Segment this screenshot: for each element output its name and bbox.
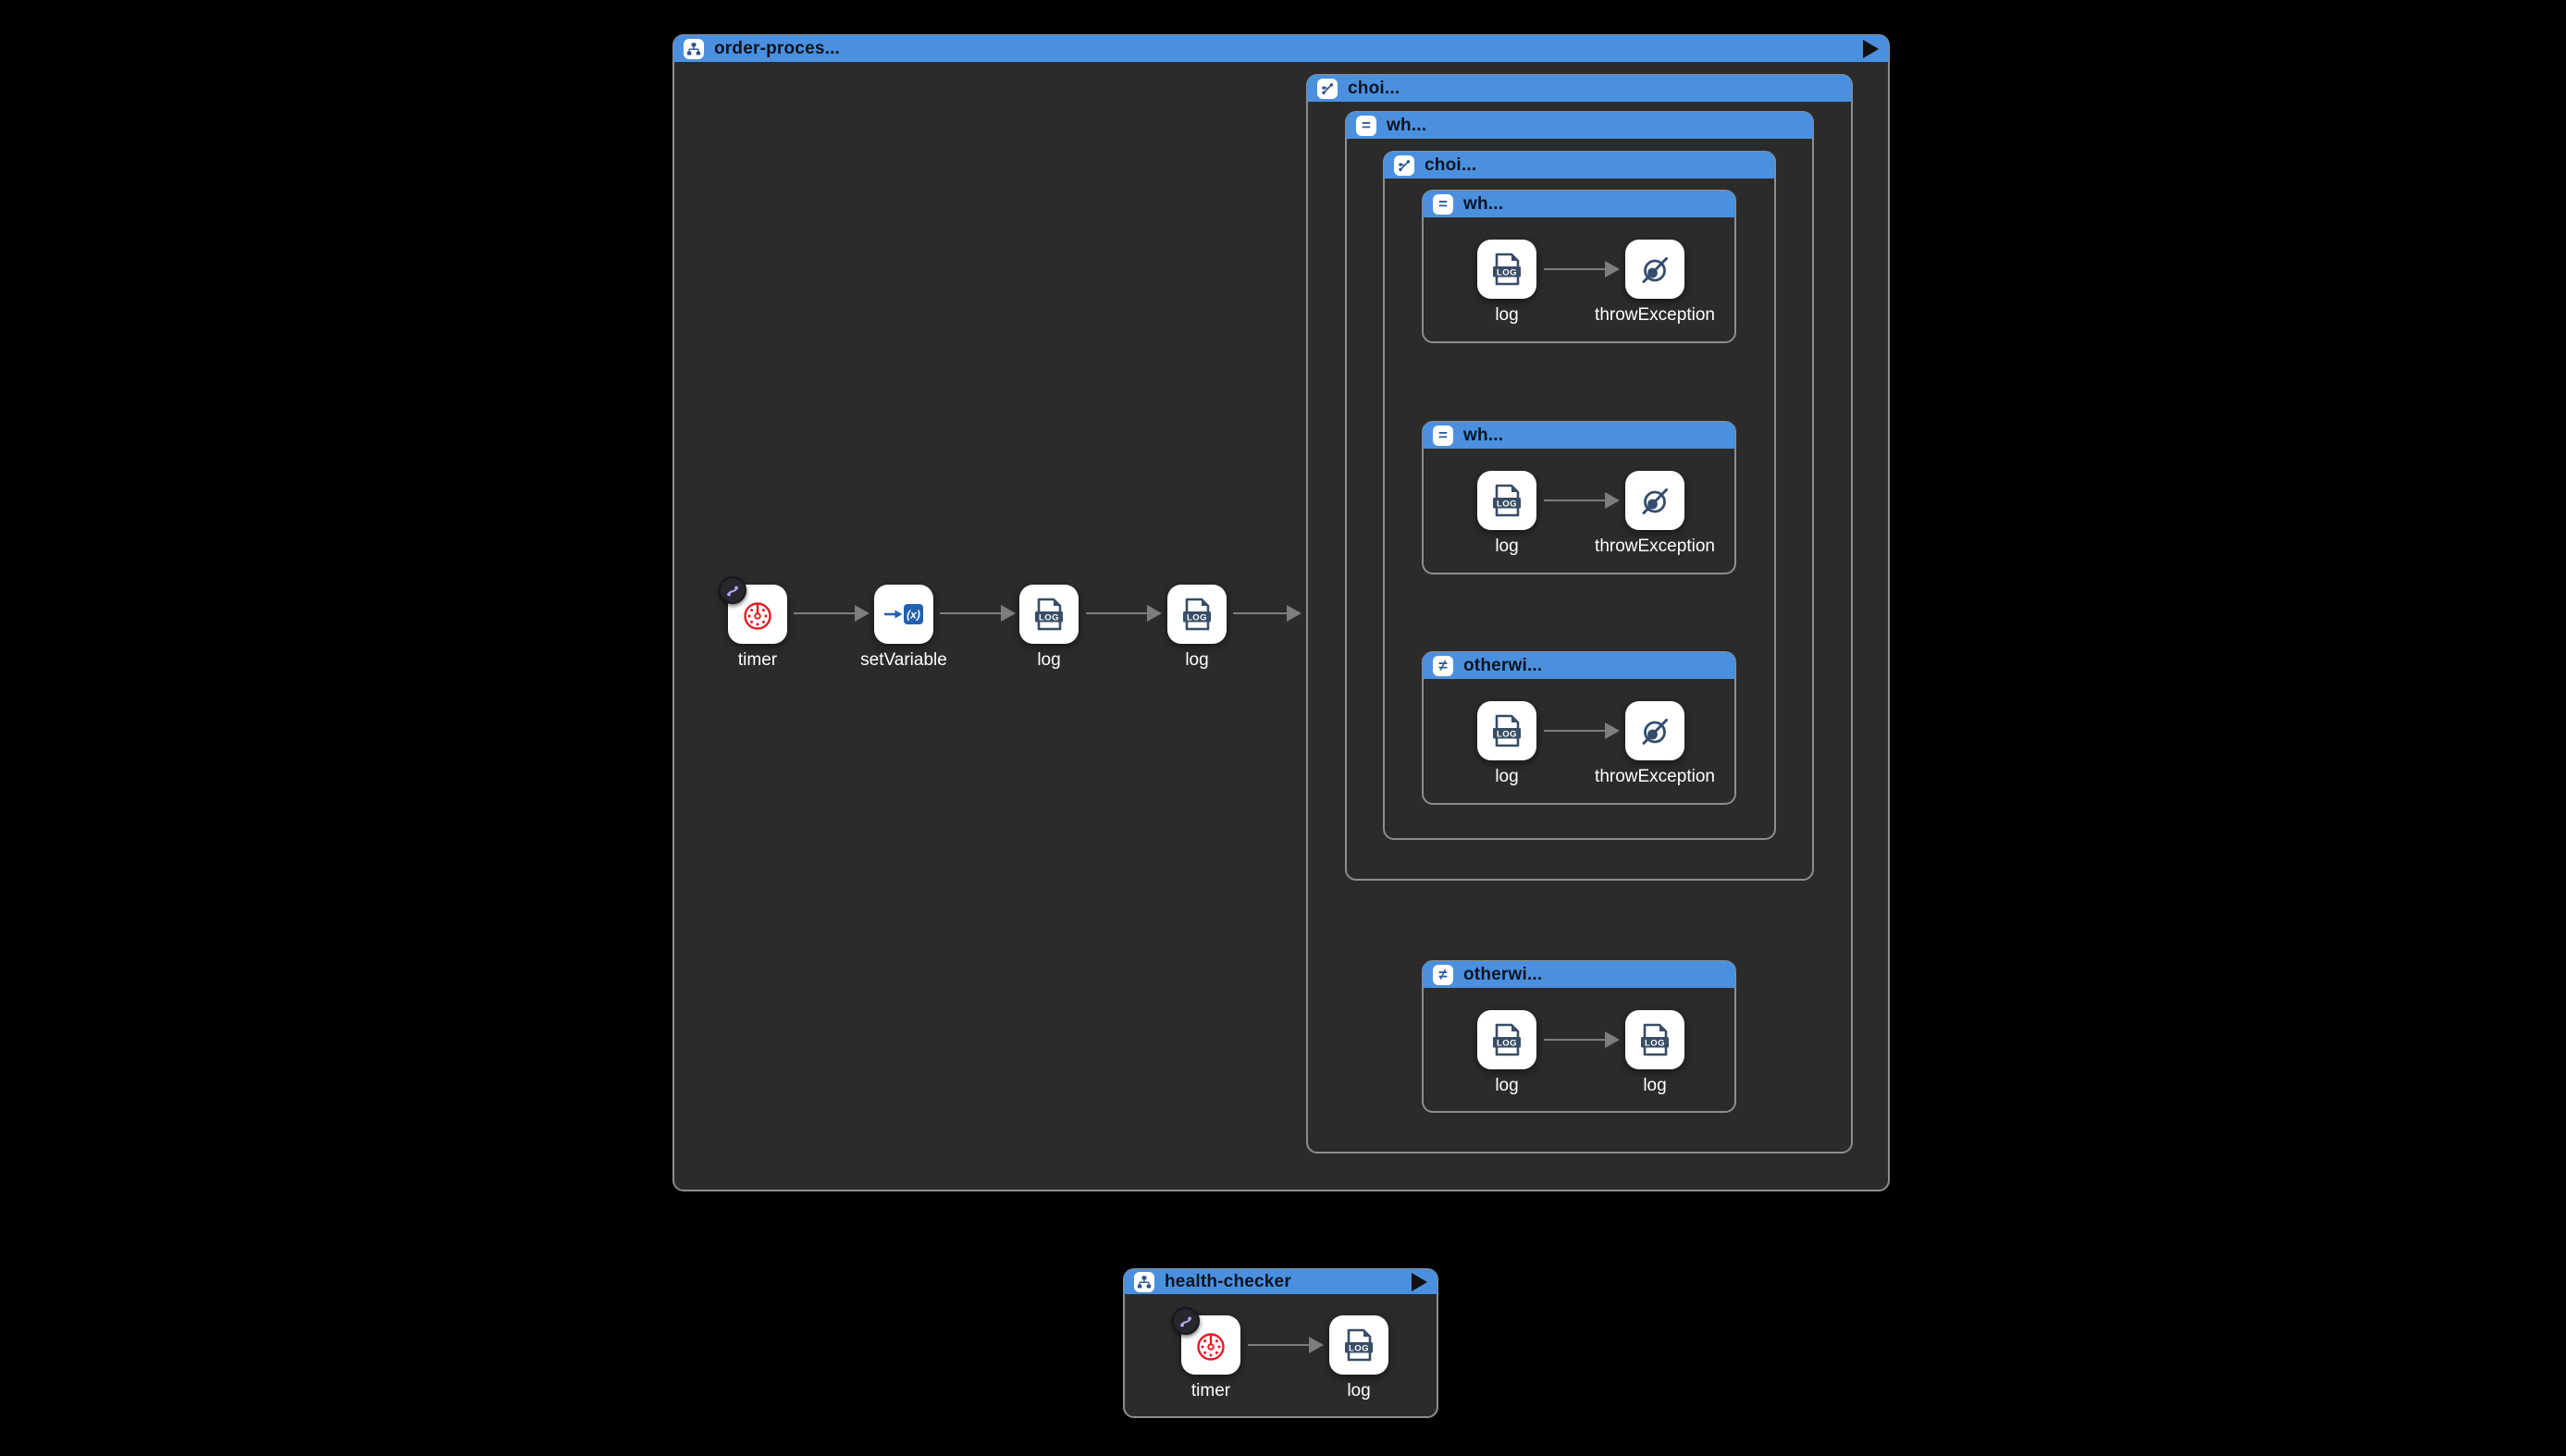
node-label: setVariable bbox=[860, 650, 947, 670]
slashed-circle-icon bbox=[1636, 482, 1673, 519]
flow-arrow bbox=[1233, 605, 1302, 622]
flow-arrow bbox=[1544, 722, 1620, 739]
node-label: log bbox=[1347, 1381, 1371, 1400]
node-throw-exception[interactable]: throwException bbox=[1595, 701, 1715, 786]
slashed-circle-icon bbox=[1636, 712, 1673, 749]
otherwise-title: otherwi... bbox=[1463, 655, 1543, 675]
otherwise-title: otherwi... bbox=[1463, 964, 1543, 984]
node-label: throwException bbox=[1595, 305, 1715, 325]
set-variable-icon bbox=[882, 596, 925, 633]
node-label: log bbox=[1495, 767, 1519, 786]
route-header-health-checker[interactable]: health-checker bbox=[1124, 1269, 1437, 1294]
when-title: wh... bbox=[1463, 425, 1504, 445]
route-title: order-proces... bbox=[714, 38, 841, 58]
equals-icon: = bbox=[1356, 115, 1376, 136]
node-label: timer bbox=[1190, 1381, 1231, 1400]
log-file-icon bbox=[1488, 482, 1525, 519]
log-node-box[interactable] bbox=[1167, 585, 1227, 644]
node-label: log bbox=[1495, 305, 1519, 325]
node-label: timer bbox=[737, 650, 778, 670]
route-icon bbox=[684, 38, 704, 59]
throw-exception-node-box[interactable] bbox=[1625, 471, 1684, 530]
node-log[interactable]: log bbox=[1329, 1315, 1388, 1400]
choice-icon bbox=[1317, 78, 1338, 99]
log-file-icon bbox=[1488, 1021, 1525, 1058]
log-file-icon bbox=[1488, 712, 1525, 749]
play-icon[interactable] bbox=[1412, 1272, 1427, 1291]
log-node-box[interactable] bbox=[1477, 240, 1536, 299]
timer-icon bbox=[1192, 1326, 1229, 1363]
log-file-icon bbox=[1636, 1021, 1673, 1058]
log-node-box[interactable] bbox=[1477, 471, 1536, 530]
node-label: log bbox=[1185, 650, 1209, 670]
flow-arrow bbox=[1248, 1337, 1324, 1353]
when-container-1: = wh... bbox=[1422, 190, 1736, 343]
not-equals-icon: ≠ bbox=[1433, 655, 1453, 676]
otherwise-container-outer: ≠ otherwi... bbox=[1422, 960, 1736, 1113]
not-equals-icon: ≠ bbox=[1433, 964, 1453, 985]
set-variable-node-box[interactable] bbox=[874, 585, 933, 644]
log-node-box[interactable] bbox=[1019, 585, 1079, 644]
node-label: log bbox=[1643, 1076, 1667, 1095]
route-header-order-process[interactable]: order-proces... bbox=[673, 35, 1889, 62]
choice-title: choi... bbox=[1348, 78, 1400, 98]
node-log[interactable]: log bbox=[1167, 585, 1227, 670]
node-log[interactable]: log bbox=[1477, 240, 1536, 325]
log-file-icon bbox=[1030, 596, 1067, 633]
when-header-2[interactable]: = wh... bbox=[1423, 422, 1735, 449]
node-throw-exception[interactable]: throwException bbox=[1595, 240, 1715, 325]
route-badge bbox=[1172, 1307, 1200, 1335]
node-label: log bbox=[1495, 537, 1519, 556]
log-file-icon bbox=[1340, 1326, 1377, 1363]
log-node-box[interactable] bbox=[1329, 1315, 1388, 1375]
flow-arrow bbox=[940, 605, 1016, 622]
when-header-1[interactable]: = wh... bbox=[1423, 191, 1735, 217]
route-icon bbox=[1134, 1271, 1154, 1292]
route-container-health-checker: health-checker bbox=[1123, 1268, 1438, 1418]
route-title: health-checker bbox=[1165, 1271, 1291, 1291]
throw-exception-node-box[interactable] bbox=[1625, 701, 1684, 760]
slashed-circle-icon bbox=[1636, 251, 1673, 288]
flow-arrow bbox=[1544, 492, 1620, 509]
otherwise-header-outer[interactable]: ≠ otherwi... bbox=[1423, 961, 1735, 988]
flow-arrow bbox=[1086, 605, 1162, 622]
node-timer[interactable]: timer bbox=[1172, 1307, 1240, 1400]
route-squiggle-icon bbox=[1178, 1313, 1194, 1329]
choice-title: choi... bbox=[1425, 154, 1477, 175]
when-title: wh... bbox=[1387, 115, 1427, 135]
node-log[interactable]: log bbox=[1477, 1010, 1536, 1095]
node-label: log bbox=[1037, 650, 1061, 670]
node-log[interactable]: log bbox=[1477, 471, 1536, 556]
flow-arrow bbox=[1544, 261, 1620, 278]
node-label: throwException bbox=[1595, 537, 1715, 556]
play-icon[interactable] bbox=[1863, 39, 1879, 58]
route-badge bbox=[719, 576, 746, 604]
when-header-outer[interactable]: = wh... bbox=[1346, 112, 1813, 139]
flow-arrow bbox=[794, 605, 870, 622]
node-label: throwException bbox=[1595, 767, 1715, 786]
node-label: log bbox=[1495, 1076, 1519, 1095]
log-node-box[interactable] bbox=[1477, 1010, 1536, 1069]
node-log[interactable]: log bbox=[1477, 701, 1536, 786]
log-file-icon bbox=[1178, 596, 1215, 633]
node-timer[interactable]: timer bbox=[719, 576, 787, 670]
flow-arrow bbox=[1544, 1031, 1620, 1048]
otherwise-header-inner[interactable]: ≠ otherwi... bbox=[1423, 652, 1735, 679]
node-throw-exception[interactable]: throwException bbox=[1595, 471, 1715, 556]
equals-icon: = bbox=[1433, 193, 1453, 215]
equals-icon: = bbox=[1433, 425, 1453, 446]
node-log[interactable]: log bbox=[1019, 585, 1079, 670]
node-set-variable[interactable]: setVariable bbox=[860, 585, 947, 670]
when-title: wh... bbox=[1463, 193, 1504, 214]
log-node-box[interactable] bbox=[1625, 1010, 1684, 1069]
choice-header-inner[interactable]: choi... bbox=[1384, 152, 1775, 179]
throw-exception-node-box[interactable] bbox=[1625, 240, 1684, 299]
route-squiggle-icon bbox=[724, 582, 741, 598]
log-file-icon bbox=[1488, 251, 1525, 288]
choice-header-outer[interactable]: choi... bbox=[1307, 75, 1852, 102]
log-node-box[interactable] bbox=[1477, 701, 1536, 760]
node-log[interactable]: log bbox=[1625, 1010, 1684, 1095]
choice-icon bbox=[1394, 154, 1414, 176]
timer-icon bbox=[739, 596, 776, 633]
